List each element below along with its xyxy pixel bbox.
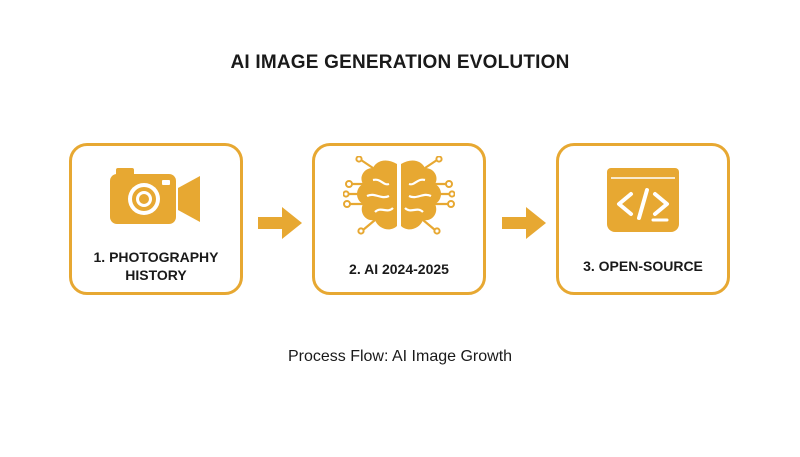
- step-box-photography-history: 1. PHOTOGRAPHY HISTORY: [69, 143, 243, 295]
- step-label-open-source: 3. OPEN-SOURCE: [583, 258, 703, 274]
- step-label-line-1: 1. PHOTOGRAPHY: [93, 249, 219, 265]
- diagram-title: AI IMAGE GENERATION EVOLUTION: [230, 52, 570, 73]
- diagram-caption: Process Flow: AI Image Growth: [287, 348, 513, 365]
- arrow-right-icon: [502, 207, 546, 239]
- step-label-line-2: HISTORY: [125, 267, 187, 283]
- code-icon: [607, 168, 679, 232]
- camera-icon: [110, 168, 200, 224]
- step-label-ai-2024-2025: 2. AI 2024-2025: [349, 261, 449, 277]
- step-box-ai-2024-2025: 2. AI 2024-2025: [312, 143, 486, 295]
- step-box-open-source: 3. OPEN-SOURCE: [556, 143, 730, 295]
- brain-circuit-icon: [343, 156, 455, 235]
- step-label-photography-history: 1. PHOTOGRAPHY HISTORY: [72, 248, 240, 284]
- arrow-right-icon: [258, 207, 302, 239]
